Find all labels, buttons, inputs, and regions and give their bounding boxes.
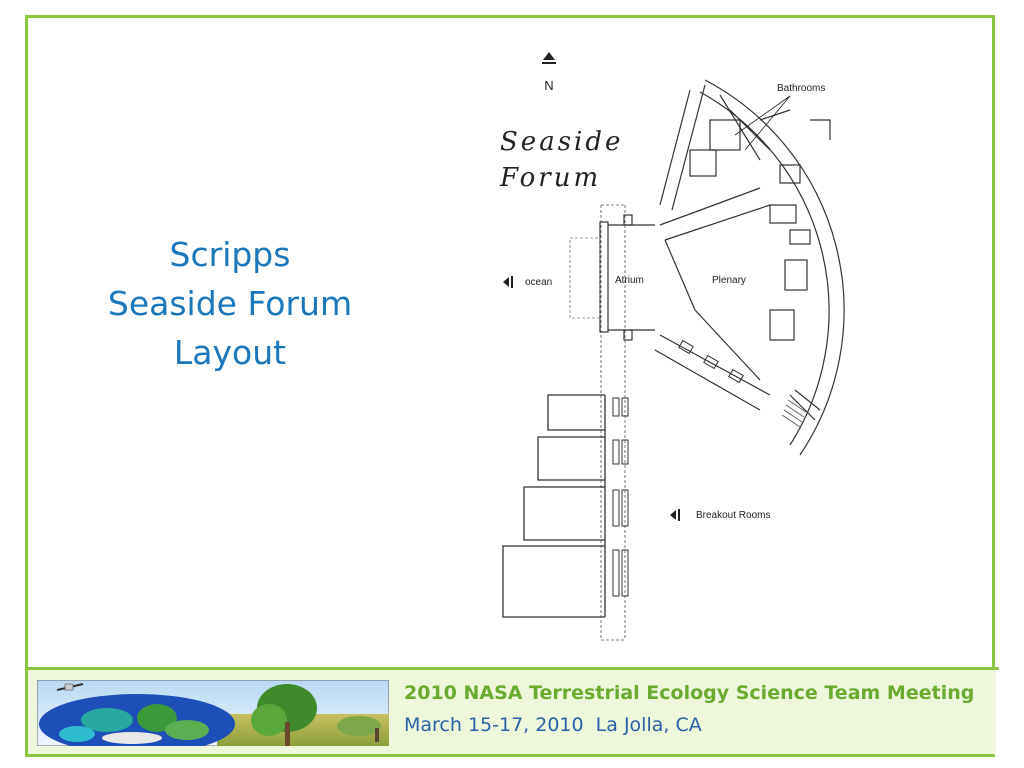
label-plenary: Plenary — [712, 275, 746, 286]
label-bathrooms: Bathrooms — [777, 83, 825, 94]
meeting-title: 2010 NASA Terrestrial Ecology Science Te… — [404, 682, 975, 704]
north-arrow-icon — [542, 52, 556, 64]
logo-seaside: Seaside — [500, 127, 623, 157]
atrium-deck — [569, 237, 601, 319]
slide-title: Scripps Seaside Forum Layout — [90, 230, 370, 377]
breakout-room-walls — [502, 394, 606, 618]
ocean-arrow-icon — [503, 276, 513, 288]
meeting-date: March 15-17, 2010 La Jolla, CA — [404, 714, 702, 736]
slide-frame — [25, 15, 995, 757]
label-atrium: Atrium — [615, 275, 644, 286]
bathrooms-pointer — [734, 95, 791, 151]
title-line-1: Scripps — [169, 235, 291, 274]
plenary-fixtures — [678, 339, 744, 384]
floor-plan-diagram: N Seaside Forum — [499, 52, 845, 641]
north-label: N — [544, 78, 553, 93]
title-line-3: Layout — [173, 333, 287, 372]
earth-banner-image — [37, 680, 389, 746]
title-line-2: Seaside Forum — [107, 284, 353, 323]
footer-divider — [25, 667, 999, 670]
stairs-icon — [781, 399, 807, 428]
label-breakout-rooms: Breakout Rooms — [696, 510, 770, 521]
plenary-building-walls — [654, 79, 845, 456]
breakout-doors — [612, 397, 629, 597]
walkway — [600, 204, 626, 641]
label-ocean: ocean — [525, 277, 552, 288]
breakout-arrow-icon — [670, 509, 680, 521]
logo-forum: Forum — [499, 163, 601, 193]
atrium-walls — [599, 214, 655, 341]
